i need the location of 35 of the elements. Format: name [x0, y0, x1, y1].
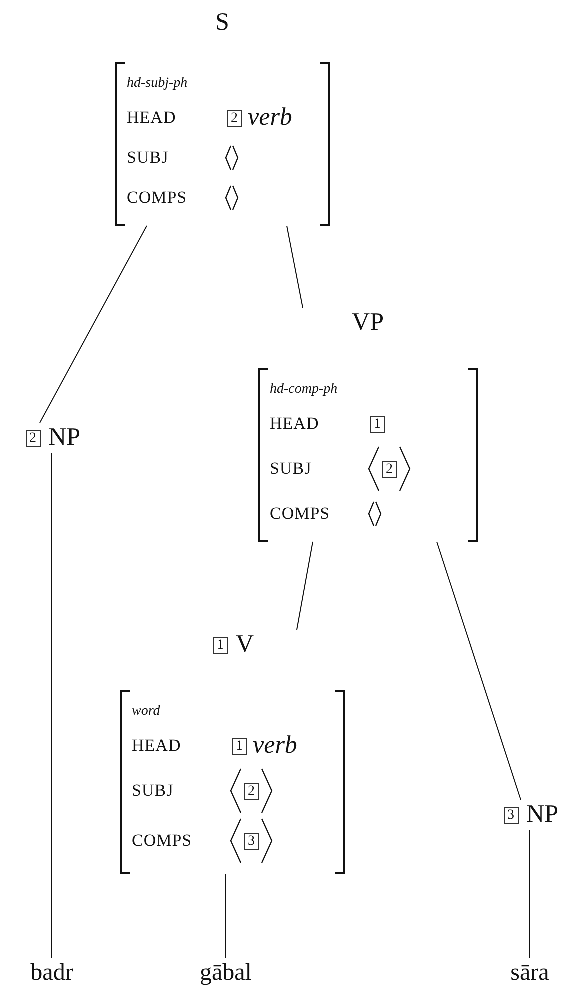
category-label: S — [216, 8, 230, 38]
tag-number: 2 — [227, 110, 242, 126]
tag-number: 1 — [232, 738, 247, 754]
tag-number: 3 — [244, 832, 259, 850]
feature-name: SUBJ — [132, 781, 175, 801]
word-label: sāra — [510, 959, 550, 988]
category-label: NP — [48, 423, 80, 453]
feature-name: COMPS — [132, 831, 194, 851]
word-label: badr — [30, 959, 74, 988]
type-value: verb — [253, 732, 298, 760]
tag-number: 1 — [212, 636, 228, 654]
tree-branch — [296, 542, 314, 630]
word-label: gābal — [200, 959, 252, 988]
category-label: V — [236, 630, 254, 660]
tag-number: 1 — [370, 416, 385, 432]
tag-number: 2 — [26, 430, 41, 446]
tag-number: 2 — [382, 460, 397, 478]
category-label: VP — [352, 308, 384, 338]
feature-name: HEAD — [127, 108, 178, 128]
tree-branch — [286, 226, 304, 308]
tree-branch — [40, 226, 148, 424]
tree-branch — [436, 542, 522, 800]
feature-name: COMPS — [270, 504, 332, 524]
feature-name: HEAD — [270, 414, 320, 434]
feature-name: COMPS — [127, 188, 188, 208]
type-name: word — [132, 703, 162, 721]
feature-name: SUBJ — [127, 148, 170, 168]
category-label: NP — [526, 800, 558, 830]
type-name: hd-subj-ph — [127, 75, 189, 93]
tag-number: 3 — [504, 806, 519, 824]
type-value: verb — [248, 104, 292, 132]
type-name: hd-comp-ph — [270, 381, 339, 399]
feature-name: HEAD — [132, 736, 182, 756]
tag-number: 2 — [244, 782, 259, 800]
feature-name: SUBJ — [270, 459, 313, 479]
